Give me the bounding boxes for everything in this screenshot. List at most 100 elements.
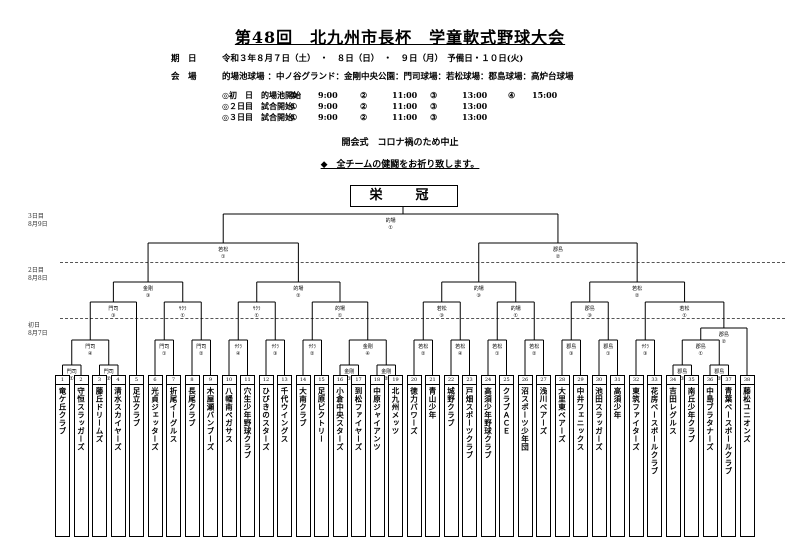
game-label: 若松 <box>455 343 465 350</box>
team-name: クラブＡＣＥ <box>502 387 511 435</box>
game-label: 郡島 <box>677 368 687 375</box>
team-name: 北九州メッツ <box>391 387 400 435</box>
game-label: ④ <box>458 351 463 357</box>
team-name: 高須少年 <box>613 387 622 419</box>
game-label: 郡島 <box>553 246 563 253</box>
schedule-cell: ② <box>360 90 368 100</box>
team-number: 20 <box>407 376 421 385</box>
team-number: 19 <box>389 376 402 385</box>
game-label: 門司 <box>67 369 77 375</box>
team-name: 池田スラッガーズ <box>594 387 604 451</box>
team-name: 竜ケ丘クラブ <box>58 387 67 435</box>
game-label: 若松 <box>418 343 428 350</box>
team-number: 24 <box>481 376 495 385</box>
game-label: ｻｸﾗ <box>641 344 649 350</box>
team-number: 5 <box>130 376 143 385</box>
team-name: 戸畑スポーツクラブ <box>465 387 474 459</box>
game-label: ① <box>338 313 343 319</box>
dates-value: 令和３年８月７日（土） ・ ８日（日） ・ ９日（月） 予備日・１０日(火) <box>222 54 524 64</box>
schedule-cell: ② <box>360 101 368 111</box>
game-label: ③ <box>440 313 444 319</box>
team-number: 9 <box>204 376 217 385</box>
game-label: 若松 <box>680 305 690 312</box>
game-label: 金剛 <box>344 368 354 375</box>
game-label: 若松 <box>437 305 447 312</box>
team-number: 11 <box>241 376 254 385</box>
game-label: ① <box>162 351 167 357</box>
game-label: 金剛 <box>143 285 153 292</box>
schedule-cell: ◎２日目 試合開始 <box>222 101 293 111</box>
team-name: ひびきのスターズ <box>261 387 271 451</box>
team-name: 光貞ジェッターズ <box>150 387 160 451</box>
team-number: 8 <box>185 376 199 385</box>
schedule-cell: 9:00 <box>318 101 338 111</box>
game-label: ① <box>347 376 352 382</box>
game-label: ② <box>722 339 727 345</box>
game-label: ③ <box>569 351 573 357</box>
champion-box: 栄 冠 <box>350 185 458 207</box>
game-label: ① <box>70 376 75 382</box>
team-number: 29 <box>574 376 587 385</box>
game-label: 金剛 <box>381 368 391 375</box>
team-entry: 24 高須少年野球クラブ <box>480 375 496 537</box>
game-label: 金剛 <box>363 343 373 350</box>
team-name: 足立クラブ <box>132 387 141 427</box>
game-label: ｻｸﾗ <box>271 344 279 350</box>
team-name: 高須少年野球クラブ <box>483 387 493 459</box>
game-label: ② <box>421 351 426 357</box>
venue-label: 会 場 <box>171 72 197 82</box>
game-label: ④ <box>366 351 371 357</box>
game-label: ③ <box>477 293 481 299</box>
dates-label: 期 日 <box>171 54 197 64</box>
game-label: ① <box>495 351 500 357</box>
game-label: 郡島 <box>719 331 729 338</box>
game-label: ① <box>514 313 519 319</box>
schedule-cell: ③ <box>430 101 438 111</box>
game-label: 門司 <box>108 306 118 312</box>
team-name: 木屋瀬バンブーズ <box>206 387 215 451</box>
game-label: ｻｸﾗ <box>234 344 242 350</box>
game-label: ｻｸﾗ <box>253 306 261 312</box>
game-label: 門司 <box>196 344 206 350</box>
game-label: ④ <box>88 351 93 357</box>
team-name: 守恒スラッガーズ <box>76 387 86 451</box>
team-name: 東筑ファイターズ <box>631 387 641 451</box>
team-entry: 8 長尾クラブ <box>184 375 200 537</box>
schedule-cell: ① <box>290 90 298 100</box>
schedule-cell: 13:00 <box>462 112 488 122</box>
team-name: 大里東ベアーズ <box>557 387 567 443</box>
team-number: 14 <box>296 376 310 385</box>
team-number: 35 <box>685 376 698 385</box>
team-entry: 19 北九州メッツ <box>388 375 403 537</box>
team-name: 穴生少年野球クラブ <box>243 387 252 459</box>
game-label: ② <box>296 293 301 299</box>
team-name: 中島ブラタナーズ <box>705 387 715 451</box>
team-name: 長尾クラブ <box>187 387 197 427</box>
game-label: ③ <box>273 351 277 357</box>
team-number: 17 <box>352 376 365 385</box>
schedule-cell: ② <box>360 112 368 122</box>
team-number: 27 <box>537 376 550 385</box>
game-label: ② <box>199 351 204 357</box>
game-label: ③ <box>643 351 647 357</box>
game-label: ② <box>556 254 561 260</box>
game-label: 郡島 <box>566 343 576 350</box>
game-label: ① <box>181 313 186 319</box>
schedule-cell: ◎初 日 的場池開始 <box>222 90 301 100</box>
